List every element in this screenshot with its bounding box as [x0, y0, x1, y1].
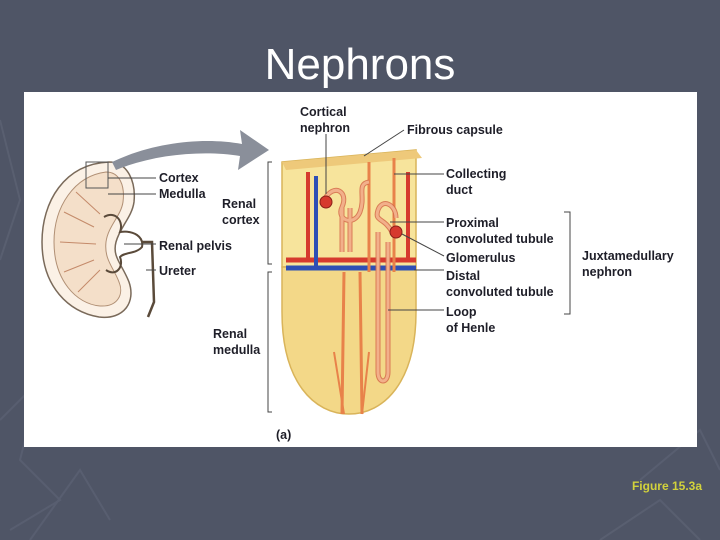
- figure-caption: Figure 15.3a: [631, 479, 702, 493]
- label-distal-tubule: convoluted tubule: [446, 285, 554, 299]
- zoom-arrow-icon: [112, 130, 269, 170]
- label-juxtamedullary-nephron: nephron: [582, 265, 632, 279]
- label-fibrous-capsule: Fibrous capsule: [407, 123, 503, 137]
- juxtamedullary-glomerulus: [389, 225, 403, 239]
- kidney-illustration: [41, 161, 156, 318]
- structure-leader-lines: [325, 129, 445, 311]
- label-medulla: Medulla: [159, 187, 207, 201]
- label-collecting: Collecting: [446, 167, 506, 181]
- label-loop: Loop: [446, 305, 477, 319]
- label-panel-letter: (a): [276, 428, 291, 442]
- label-renal-m: Renal: [213, 327, 247, 341]
- region-brackets: [267, 161, 571, 413]
- label-cortex: Cortex: [159, 171, 199, 185]
- label-renal-cortex: cortex: [222, 213, 260, 227]
- diagram-panel: Cortical nephron Fibrous capsule Cortex …: [24, 92, 697, 447]
- label-renal-medulla: medulla: [213, 343, 261, 357]
- label-renal-pelvis: Renal pelvis: [159, 239, 232, 253]
- label-glomerulus: Glomerulus: [446, 251, 516, 265]
- cortical-glomerulus: [319, 195, 333, 209]
- label-renal: Renal: [222, 197, 256, 211]
- label-proximal-tubule: convoluted tubule: [446, 232, 554, 246]
- label-juxtamedullary: Juxtamedullary: [582, 249, 674, 263]
- label-loop-of-henle: of Henle: [446, 321, 495, 335]
- slide-title: Nephrons: [264, 40, 456, 89]
- label-proximal: Proximal: [446, 216, 499, 230]
- juxtamedullary-nephron-lumen: [375, 202, 398, 383]
- renal-block: [281, 149, 422, 415]
- cortical-nephron-lumen: [322, 180, 370, 252]
- label-cortical-nephron: nephron: [300, 121, 350, 135]
- label-ureter: Ureter: [159, 264, 196, 278]
- label-collecting-duct: duct: [446, 183, 473, 197]
- kidney-leader-lines: [108, 177, 156, 271]
- label-cortical: Cortical: [300, 105, 347, 119]
- label-distal: Distal: [446, 269, 480, 283]
- nephron-diagram: Cortical nephron Fibrous capsule Cortex …: [41, 105, 674, 442]
